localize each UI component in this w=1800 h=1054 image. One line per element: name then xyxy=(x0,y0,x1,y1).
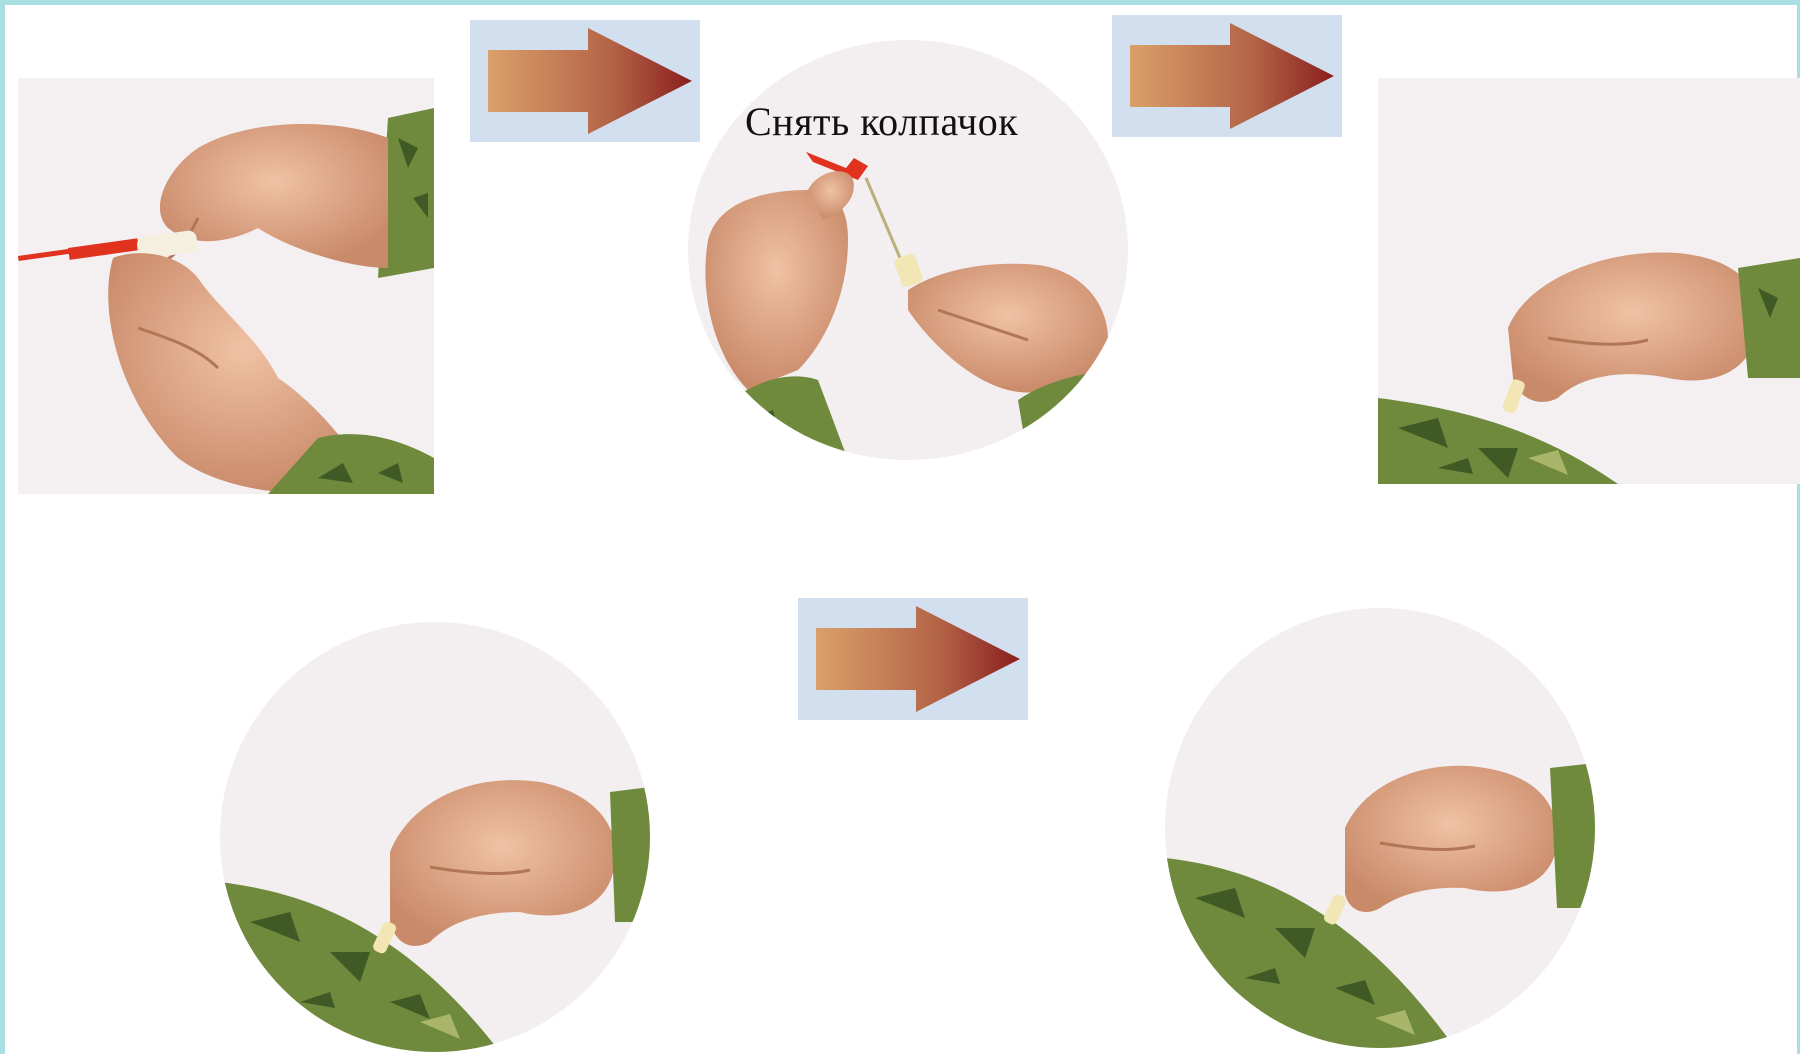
photo-step-5-withdraw xyxy=(1165,608,1595,1048)
arrow-panel-3 xyxy=(798,598,1028,720)
step-caption: Снять колпачок xyxy=(745,98,1085,145)
arrow-right-icon xyxy=(1112,15,1342,137)
hand-injecting-illustration xyxy=(220,622,650,1052)
arrow-right-icon xyxy=(798,598,1028,720)
hand-inserting-needle-illustration xyxy=(1378,78,1800,484)
photo-step-1-hold-syringe xyxy=(18,78,434,494)
photo-step-3-insert-needle xyxy=(1378,78,1800,484)
arrow-panel-1 xyxy=(470,20,700,142)
hands-holding-syringe-illustration xyxy=(18,78,434,494)
arrow-panel-2 xyxy=(1112,15,1342,137)
arrow-right-icon xyxy=(470,20,700,142)
photo-step-4-inject xyxy=(220,622,650,1052)
hand-withdrawing-needle-illustration xyxy=(1165,608,1595,1048)
